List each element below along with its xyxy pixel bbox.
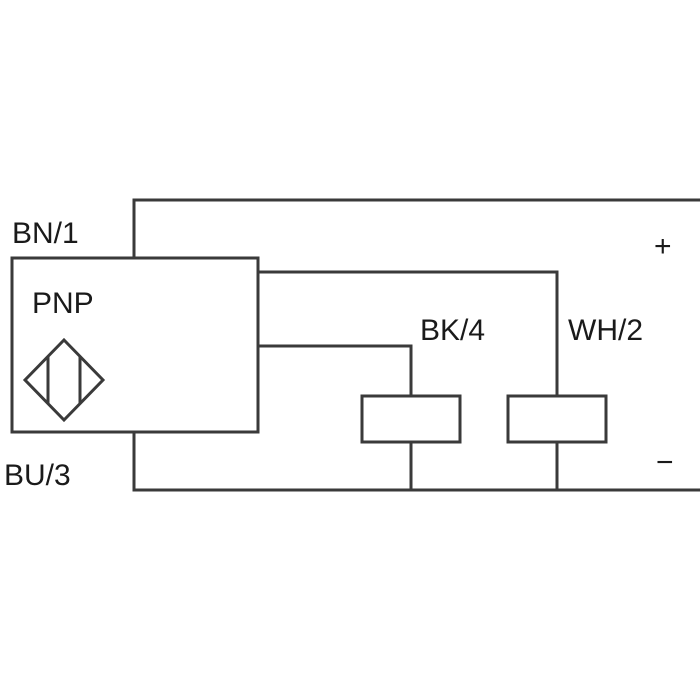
label-negative: − xyxy=(656,446,674,479)
label-positive: + xyxy=(654,230,672,263)
black-output-wire xyxy=(256,344,413,398)
white-output-wire xyxy=(256,270,559,398)
load-wh xyxy=(506,394,608,444)
label-bu3: BU/3 xyxy=(4,459,71,492)
label-bk4: BK/4 xyxy=(420,314,485,347)
positive-supply-rail xyxy=(132,198,700,260)
negative-supply-rail xyxy=(132,430,700,492)
label-wh2: WH/2 xyxy=(568,314,643,347)
label-bn1: BN/1 xyxy=(12,217,79,250)
load-bk xyxy=(360,394,462,444)
inductive-sensor-icon xyxy=(22,337,106,423)
label-pnp: PNP xyxy=(32,287,94,320)
